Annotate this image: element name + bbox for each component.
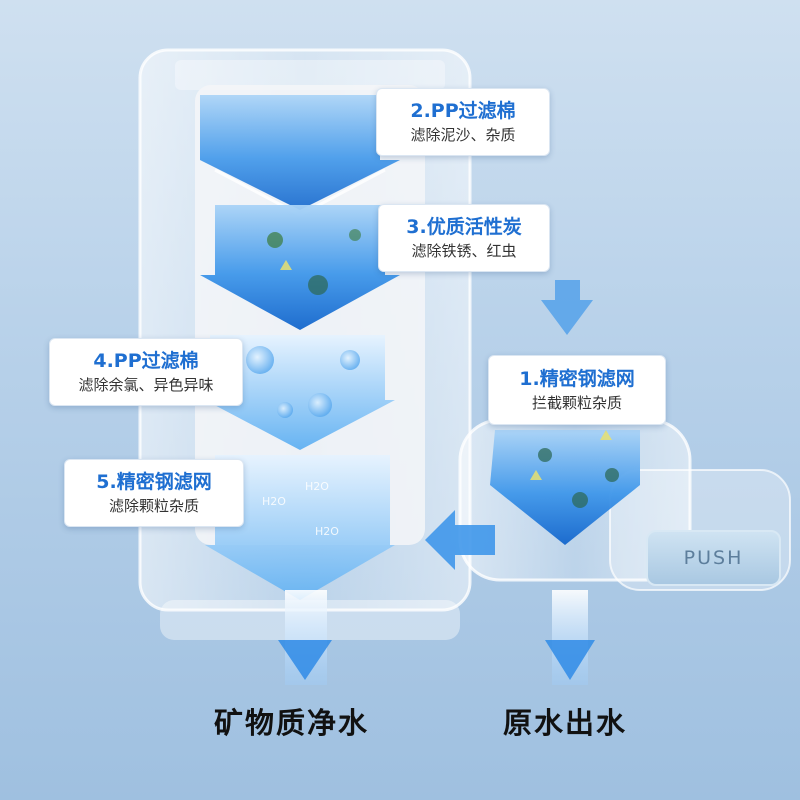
- filter-label-card: 3.优质活性炭 滤除铁锈、红虫: [378, 204, 550, 272]
- push-button: PUSH: [646, 530, 781, 586]
- filter-arrow-stage-1: [490, 430, 640, 545]
- transfer-arrow: [425, 510, 495, 570]
- filter-arrow-stage-4: [205, 335, 395, 450]
- raw-water-caption: 原水出水: [503, 706, 628, 740]
- purified-water-stream: [278, 590, 332, 685]
- filter-title: 3.优质活性炭: [406, 216, 522, 238]
- filter-description: 拦截颗粒杂质: [531, 394, 622, 412]
- inflow-arrow: [541, 280, 593, 335]
- raw-water-stream: [545, 590, 595, 685]
- filter-description: 滤除余氯、异色异味: [78, 376, 214, 394]
- filter-label-card: 2.PP过滤棉 滤除泥沙、杂质: [376, 88, 550, 156]
- purified-water-caption: 矿物质净水: [214, 706, 370, 740]
- filter-arrow-stage-3: [200, 205, 400, 330]
- h2o-label: H2O: [315, 525, 339, 538]
- filter-title: 5.精密钢滤网: [96, 471, 212, 493]
- filter-title: 2.PP过滤棉: [410, 100, 516, 122]
- h2o-label: H2O: [305, 480, 329, 493]
- filter-arrow-stage-5: H2O H2O H2O: [205, 455, 395, 600]
- filter-description: 滤除泥沙、杂质: [410, 126, 516, 144]
- filter-description: 滤除铁锈、红虫: [411, 242, 517, 260]
- filter-label-card: 5.精密钢滤网 滤除颗粒杂质: [64, 459, 244, 527]
- filter-title: 1.精密钢滤网: [519, 368, 635, 390]
- filter-description: 滤除颗粒杂质: [108, 497, 199, 515]
- h2o-label: H2O: [262, 495, 286, 508]
- filter-title: 4.PP过滤棉: [93, 350, 199, 372]
- filter-label-card: 4.PP过滤棉 滤除余氯、异色异味: [49, 338, 243, 406]
- filter-label-card: 1.精密钢滤网 拦截颗粒杂质: [488, 355, 666, 425]
